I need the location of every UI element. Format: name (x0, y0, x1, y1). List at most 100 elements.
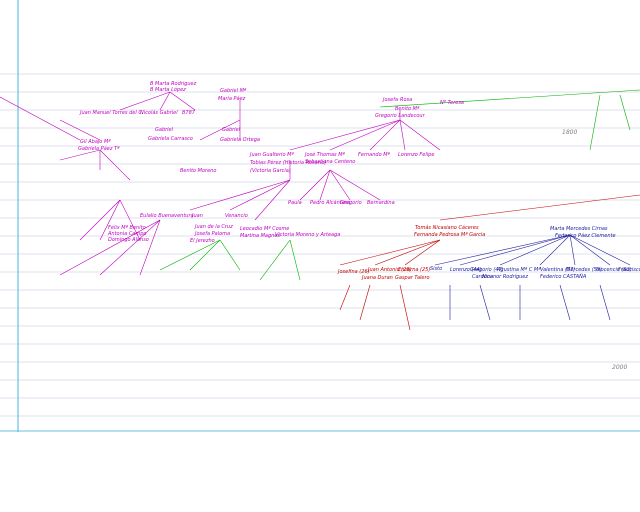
person-label: Nº Teresa (440, 100, 464, 106)
tree-edge (289, 119, 401, 151)
tree-edge (399, 119, 406, 151)
person-label: Paula (288, 200, 302, 206)
tree-edge (0, 96, 81, 141)
person-label: Antonia Campo (107, 231, 146, 237)
person-label: Inocencio (62) (596, 267, 632, 273)
tree-edge (59, 119, 101, 141)
tree-edge (499, 234, 571, 266)
person-label: Agustina Mª C Mª (496, 267, 541, 273)
person-label: Gabriela Páez Tª (78, 145, 120, 152)
tree-edge (399, 119, 441, 151)
person-label: Gabriel (222, 127, 241, 133)
tree-edge (99, 219, 161, 276)
tree-edge (399, 284, 411, 331)
tree-edge (259, 239, 291, 281)
person-label: Francisco (61) (618, 267, 640, 273)
tree-edge (99, 149, 131, 181)
person-label: Pedro Alcántara (310, 199, 350, 206)
person-label: Sebastiana Centeno (305, 159, 355, 165)
tree-edge (189, 239, 221, 271)
year-marker: 1800 (562, 129, 577, 136)
person-label: Gabriela Ortega (220, 137, 260, 143)
person-label: Benito Mª (395, 106, 420, 112)
person-label: Leocadio Mª Cosme (240, 226, 289, 232)
person-label: Gil Abajo Mª (80, 139, 111, 145)
tree-edge (599, 284, 611, 321)
tree-edge (619, 94, 631, 131)
person-label: Domingo Alonso (108, 237, 149, 243)
tree-edge (159, 239, 221, 271)
year-marker: 2000 (612, 364, 627, 371)
tree-edge (219, 239, 241, 271)
person-label: Encarna (25) (398, 267, 430, 273)
person-label: Josefa (382, 97, 398, 103)
tree-edge (439, 194, 640, 221)
person-label: Federico Páez Clemente (555, 232, 616, 239)
tree-edge (289, 239, 301, 281)
tree-edge (434, 234, 571, 266)
person-label: Gregorio (340, 200, 362, 206)
person-label: Lorenzo (44) (450, 267, 482, 273)
tree-edge (199, 119, 241, 141)
tree-edge (299, 169, 331, 201)
tree-edge (339, 239, 441, 266)
person-label: Benito Moreno (180, 168, 216, 174)
tree-edge (329, 169, 381, 201)
person-label: Marta Mercedes Cirnas (550, 226, 608, 232)
tree-edge (569, 234, 576, 266)
person-label: Rosa (400, 97, 412, 103)
person-label: Mercedes (59) (566, 267, 602, 273)
tree-edge (569, 234, 631, 266)
person-label: José Thomas Mª (304, 151, 346, 158)
tree-edge (229, 179, 291, 211)
person-label: B787 (182, 110, 196, 116)
tree-edge (559, 284, 571, 321)
tree-edge (359, 284, 371, 321)
tree-edge (404, 239, 441, 266)
tree-edge (459, 234, 571, 266)
person-label: Gregorio (47) (470, 267, 504, 273)
person-label: Valentina (57) (540, 267, 575, 273)
tree-edge (99, 199, 121, 241)
person-label: Gregorio Landecour (375, 113, 426, 119)
person-label: El Jerezho (190, 238, 215, 244)
tree-edge (79, 199, 121, 241)
person-label: Juana Duran (361, 275, 393, 281)
person-label: Tomás Nicasiano Cáceres (415, 224, 479, 231)
tree-edge (379, 89, 640, 108)
tree-edge (119, 91, 171, 111)
person-label: B Marta Rodriguez (150, 81, 197, 87)
person-label: Gabriel Mª (220, 88, 247, 94)
person-label: (Victoria Garcia) (250, 168, 291, 174)
person-label: María Páez (218, 95, 246, 102)
tree-edge (59, 219, 161, 276)
person-label: Nicanor Rodríguez (482, 273, 528, 280)
tree-edge (59, 149, 101, 161)
tree-edge (169, 91, 196, 111)
person-label: Juan (191, 213, 203, 219)
tree-edge (374, 239, 441, 266)
person-label: Nicolás Gabriel (140, 109, 178, 116)
person-label: Josefina (26) (337, 269, 370, 275)
person-label: Lorenzo Felipe (398, 152, 434, 158)
person-label: Martina Magnes (240, 233, 280, 239)
person-label: Juan Gualterio Mª (249, 152, 294, 158)
tree-edge (589, 94, 601, 151)
tree-edge (319, 169, 331, 201)
person-label: Gabriel (155, 127, 174, 133)
person-label: Bernardina (367, 200, 395, 206)
edges (0, 89, 640, 331)
person-label: Cardona (472, 274, 493, 280)
person-label: Fernando Mª (358, 152, 391, 158)
person-label: Victoria Moreno y Arteaga (275, 232, 340, 238)
grid-lines (0, 73, 640, 417)
person-label: Félix Mª Benito (108, 224, 146, 231)
tree-edge (339, 284, 351, 311)
tree-edge (189, 179, 291, 211)
tree-edge (569, 234, 611, 266)
person-label: Gaspar Talero (395, 275, 430, 281)
person-label: Tobias Pérez (Historia Rosario) (250, 159, 326, 166)
person-label: Federico CASTAÑA (540, 273, 587, 280)
tree-edge (159, 91, 171, 111)
